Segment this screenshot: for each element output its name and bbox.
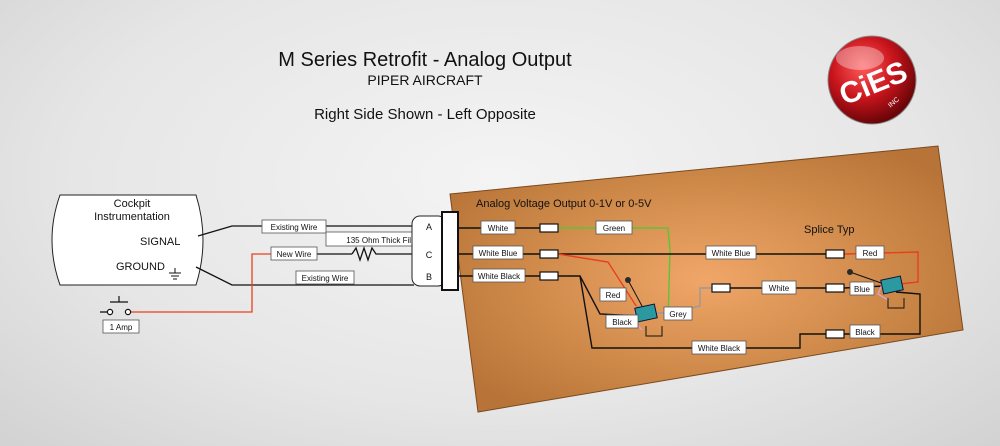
tag-white-mid: White bbox=[769, 284, 790, 293]
panel-wire-tags: White Green White Blue White Blue Red Wh… bbox=[472, 220, 885, 355]
harness-panel bbox=[449, 145, 964, 413]
pin-b: B bbox=[426, 272, 432, 282]
left-wire-tags: Existing Wire New Wire 135 Ohm Thick Fil… bbox=[261, 219, 439, 285]
tag-green: Green bbox=[603, 224, 625, 233]
signal-label: SIGNAL bbox=[140, 236, 180, 248]
tag-black-mid: Black bbox=[612, 318, 633, 327]
view-note: Right Side Shown - Left Opposite bbox=[314, 106, 536, 123]
panel-title: Analog Voltage Output 0-1V or 0-5V bbox=[476, 198, 652, 210]
tag-resistor: 135 Ohm Thick Film bbox=[346, 236, 418, 245]
ground-symbol-icon bbox=[169, 268, 181, 280]
sensor-right-icon bbox=[847, 269, 905, 309]
resistor-icon bbox=[351, 245, 414, 263]
switch-label: 1 Amp bbox=[110, 323, 133, 332]
tag-white-black: White Black bbox=[478, 272, 521, 281]
tag-white: White bbox=[488, 224, 509, 233]
wire-ground-existing bbox=[195, 266, 414, 286]
cockpit-instrumentation: Cockpit Instrumentation SIGNAL GROUND bbox=[51, 194, 204, 286]
wire-red-mid bbox=[557, 253, 641, 313]
pin-a: A bbox=[426, 222, 432, 232]
tag-white-blue: White Blue bbox=[479, 249, 518, 258]
wire-signal-existing bbox=[197, 225, 414, 237]
tag-white-black-bottom: White Black bbox=[698, 344, 741, 353]
wire-black-right bbox=[844, 291, 921, 335]
tag-new-wire: New Wire bbox=[277, 250, 312, 259]
wire-white-black-bottom bbox=[579, 275, 826, 349]
tag-red-mid: Red bbox=[606, 291, 621, 300]
tag-blue: Blue bbox=[854, 285, 871, 294]
diagram-subtitle: PIPER AIRCRAFT bbox=[367, 72, 483, 88]
ground-label: GROUND bbox=[116, 261, 165, 273]
tag-white-blue-right: White Blue bbox=[712, 249, 751, 258]
connector-abc: A C B bbox=[411, 211, 459, 291]
cies-logo: CiES INC bbox=[827, 35, 917, 125]
cockpit-title-line1: Cockpit bbox=[114, 198, 151, 210]
tag-existing-wire-a: Existing Wire bbox=[271, 223, 318, 232]
diagram-title: M Series Retrofit - Analog Output bbox=[278, 49, 572, 71]
sensor-mid-icon bbox=[625, 277, 663, 337]
tag-grey: Grey bbox=[669, 310, 686, 319]
splice-connectors bbox=[539, 223, 845, 339]
splice-note: Splice Typ bbox=[804, 224, 855, 236]
switch-icon bbox=[106, 296, 132, 316]
wire-new-red bbox=[128, 253, 274, 313]
pin-c: C bbox=[426, 250, 433, 260]
tag-black-right: Black bbox=[855, 328, 876, 337]
tag-red-right: Red bbox=[863, 249, 878, 258]
tag-existing-wire-b: Existing Wire bbox=[302, 274, 349, 283]
cockpit-title-line2: Instrumentation bbox=[94, 211, 170, 223]
